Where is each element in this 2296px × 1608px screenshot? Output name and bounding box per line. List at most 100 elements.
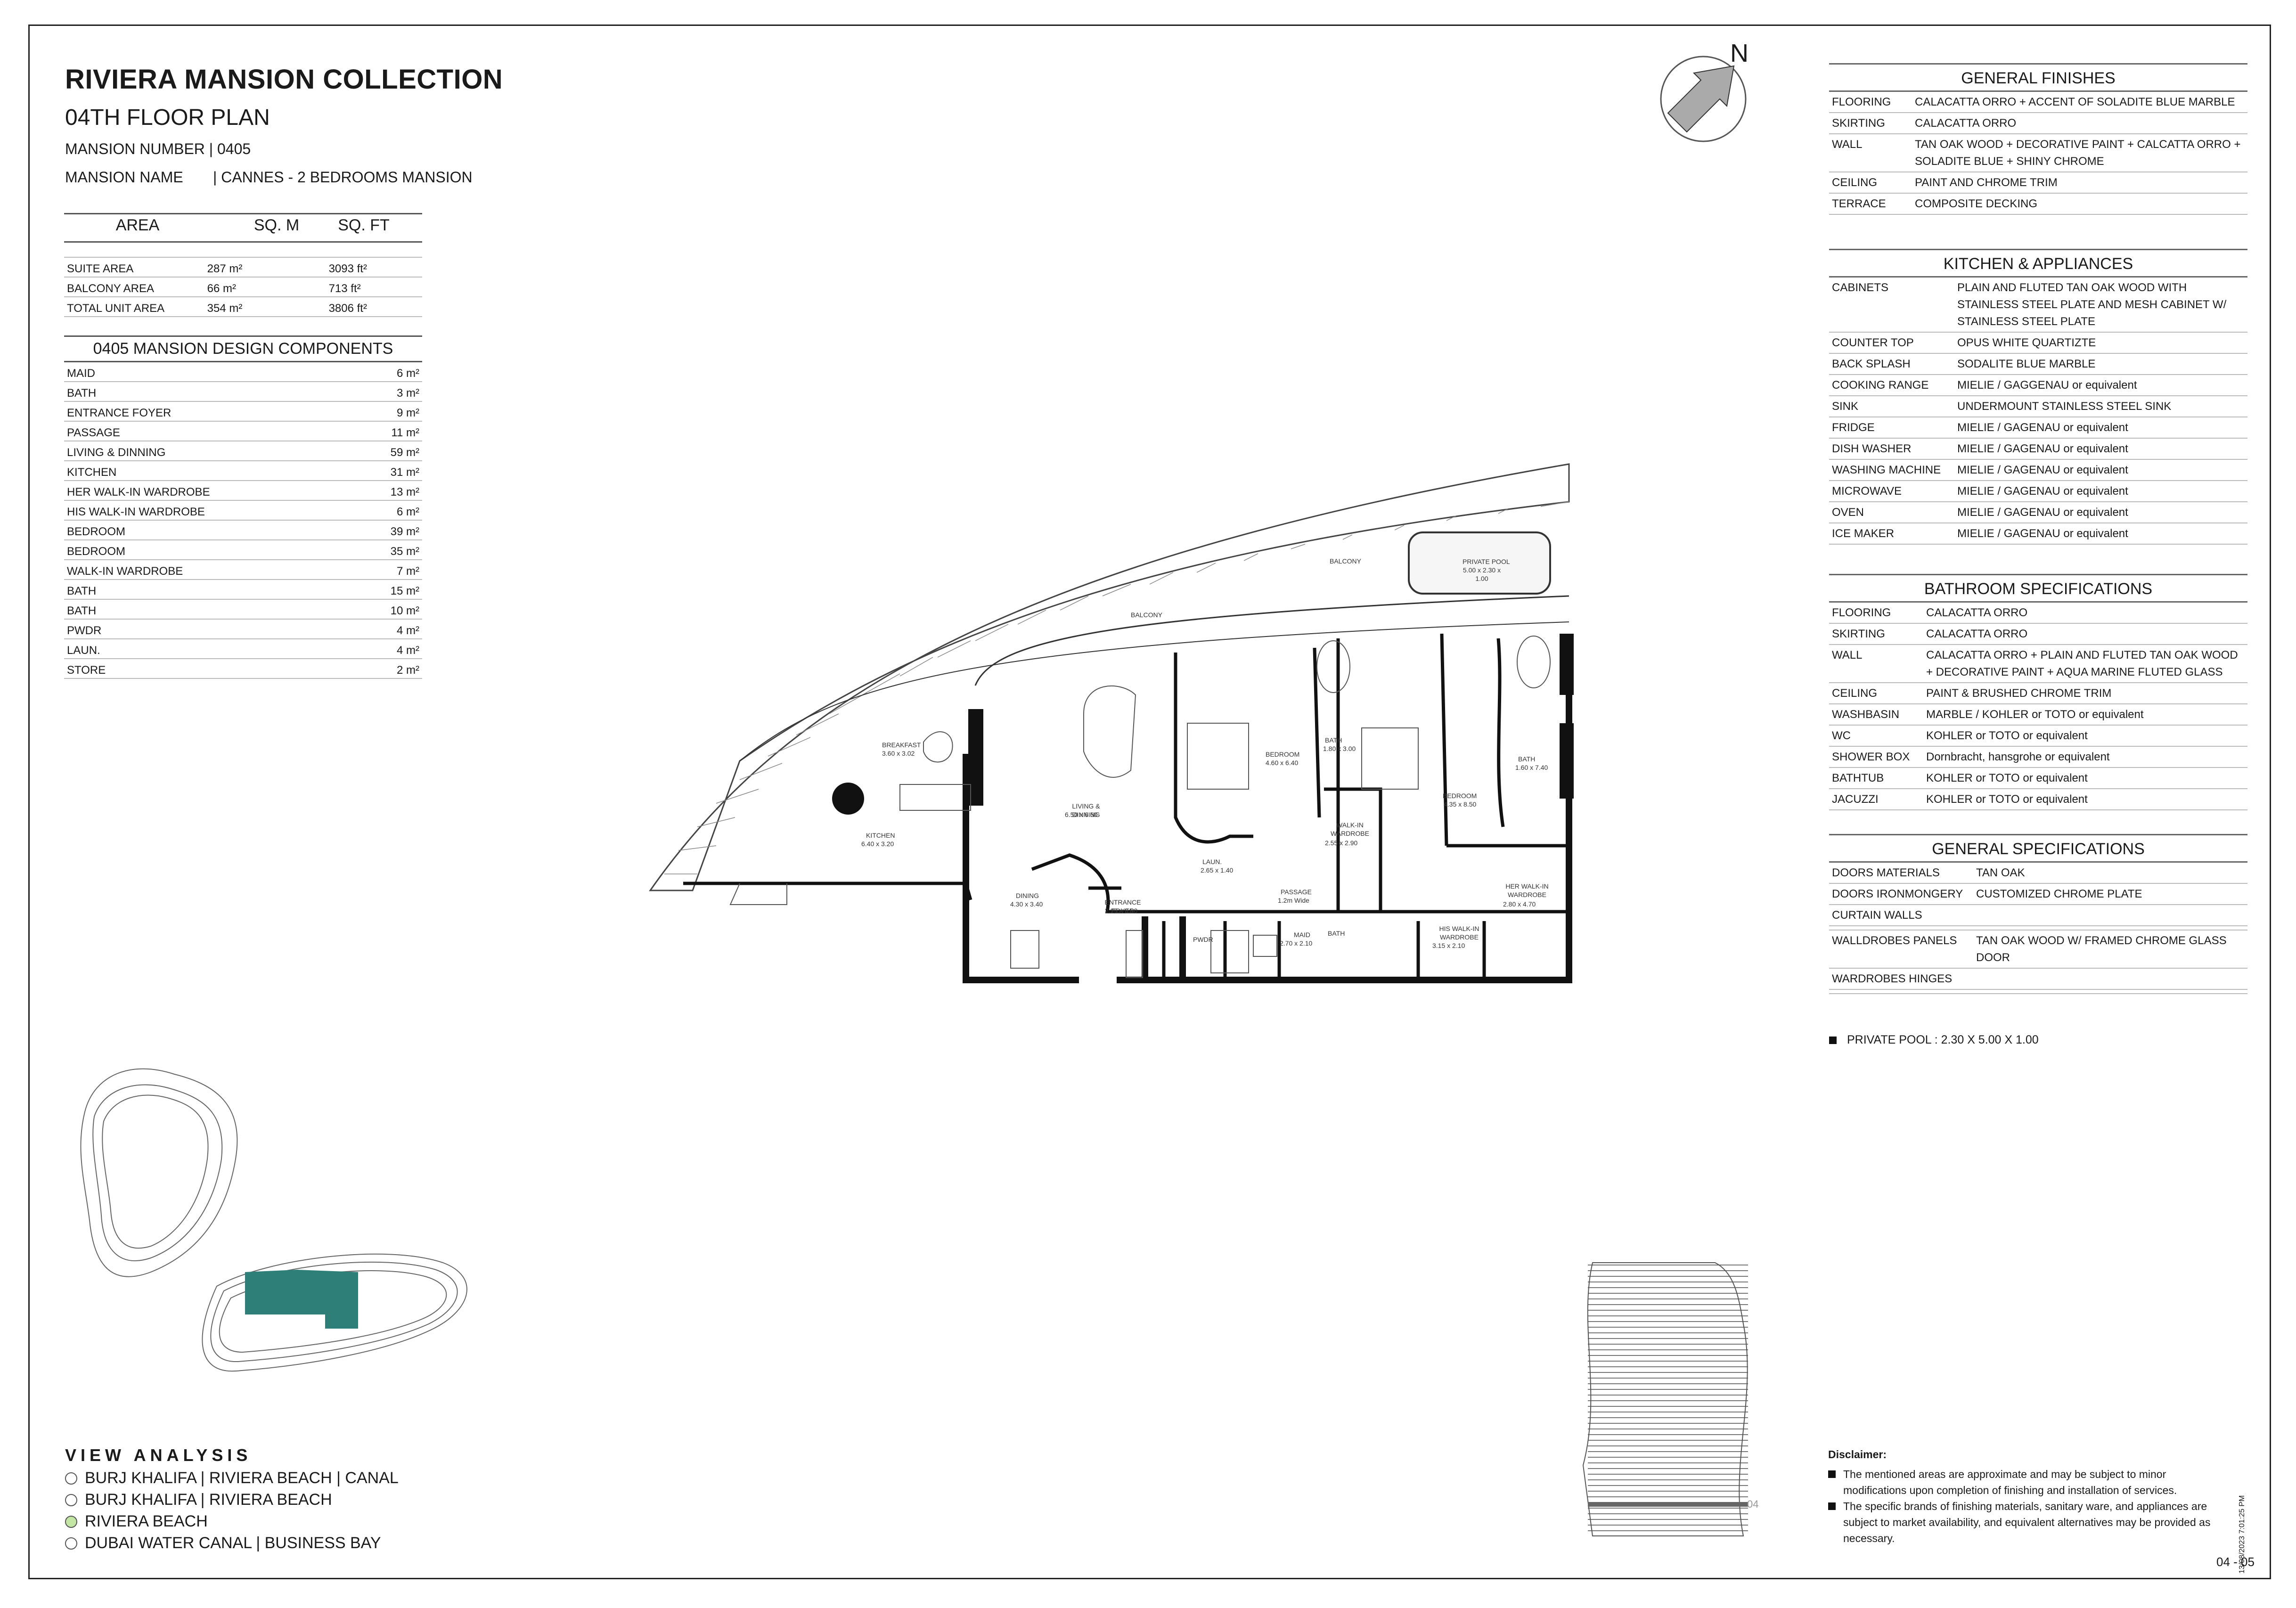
spec-key: WALL xyxy=(1832,138,1863,151)
room-label-kitchen: KITCHEN xyxy=(866,832,895,839)
component-area: 4 m² xyxy=(397,624,419,637)
component-name: BATH xyxy=(67,585,97,597)
room-label-maid: MAID xyxy=(1294,931,1310,939)
component-row: BATH 3 m² xyxy=(64,382,422,402)
spec-row: WC KOHLER or TOTO or equivalent xyxy=(1829,726,2247,747)
component-name: WALK-IN WARDROBE xyxy=(67,565,183,578)
room-label-bath1-dim: 1.80 x 3.00 xyxy=(1323,745,1356,752)
spec-value xyxy=(1976,907,2245,924)
spec-value: SODALITE BLUE MARBLE xyxy=(1957,358,2096,370)
component-area: 10 m² xyxy=(390,604,419,617)
component-name: ENTRANCE FOYER xyxy=(67,407,172,419)
spec-value: MIELIE / GAGENAU or equivalent xyxy=(1957,442,2128,455)
spec-key: WALLDROBES PANELS xyxy=(1832,934,1957,947)
component-name: LAUN. xyxy=(67,644,100,657)
spec-value: KOHLER or TOTO or equivalent xyxy=(1926,729,2088,742)
project-title: RIVIERA MANSION COLLECTION xyxy=(65,64,503,95)
spec-key: MICROWAVE xyxy=(1832,485,1902,498)
north-arrow-icon xyxy=(1660,56,1747,142)
spec-row: DOORS IRONMONGERY CUSTOMIZED CHROME PLATE xyxy=(1829,884,2247,905)
room-label-his-walkin-dim: 3.15 x 2.10 xyxy=(1432,942,1465,949)
room-label-laun-dim: 2.65 x 1.40 xyxy=(1201,866,1234,874)
cell: BALCONY AREA xyxy=(67,282,154,295)
view-analysis-title: VIEW ANALYSIS xyxy=(65,1445,252,1465)
spec-key: DOORS MATERIALS xyxy=(1832,866,1940,879)
disclaimer-item: The specific brands of finishing materia… xyxy=(1828,1498,2214,1546)
room-label-entrance-dim: 2.25 x 3.90 xyxy=(1105,907,1138,914)
component-area: 7 m² xyxy=(397,565,419,578)
spec-key: CURTAIN WALLS xyxy=(1832,909,1922,922)
view-dot-icon xyxy=(65,1472,77,1485)
room-label-dining: DINING xyxy=(1016,892,1039,899)
general-specs-title: GENERAL SPECIFICATIONS xyxy=(1829,834,2247,863)
component-name: BATH xyxy=(67,387,97,400)
cell: 66 m² xyxy=(207,282,236,295)
spec-key: FLOORING xyxy=(1832,606,1891,619)
spec-value: CALACATTA ORRO + ACCENT OF SOLADITE BLUE… xyxy=(1915,96,2235,108)
mansion-name-label: MANSION NAME xyxy=(65,169,183,186)
bathroom-title: BATHROOM SPECIFICATIONS xyxy=(1829,574,2247,603)
component-name: KITCHEN xyxy=(67,466,117,479)
spec-value: KOHLER or TOTO or equivalent xyxy=(1926,793,2088,806)
spec-value: PAINT & BRUSHED CHROME TRIM xyxy=(1926,687,2112,700)
area-table-header: AREA SQ. M SQ. FT xyxy=(64,213,422,243)
component-area: 6 m² xyxy=(397,367,419,380)
floor-plan xyxy=(649,463,1574,983)
spec-key: DISH WASHER xyxy=(1832,442,1912,455)
spec-value: CUSTOMIZED CHROME PLATE xyxy=(1976,888,2142,900)
disclaimer-text: The mentioned areas are approximate and … xyxy=(1843,1468,2177,1496)
component-name: HIS WALK-IN WARDROBE xyxy=(67,506,205,518)
spec-value: TAN OAK xyxy=(1976,866,2025,879)
general-specs-table: GENERAL SPECIFICATIONS DOORS MATERIALS TA… xyxy=(1829,834,2247,994)
general-finishes-title: GENERAL FINISHES xyxy=(1829,63,2247,92)
room-label-private-pool-dim: 5.00 x 2.30 x 1.00 xyxy=(1463,566,1501,582)
view-item: DUBAI WATER CANAL | BUSINESS BAY xyxy=(65,1534,381,1552)
spec-key: CEILING xyxy=(1832,687,1878,700)
col-sqm: SQ. M xyxy=(253,216,300,234)
view-label: DUBAI WATER CANAL | BUSINESS BAY xyxy=(85,1534,381,1552)
col-sqft: SQ. FT xyxy=(338,216,390,234)
component-area: 13 m² xyxy=(390,486,419,498)
page-number: 04 - 05 xyxy=(2216,1555,2255,1569)
room-label-bedroom2-dim: 4.35 x 8.50 xyxy=(1444,800,1477,808)
room-label-balcony-1: BALCONY xyxy=(1330,557,1361,565)
room-label-passage: PASSAGE xyxy=(1281,888,1312,896)
spec-key: WC xyxy=(1832,729,1851,742)
view-dot-active-icon xyxy=(65,1515,77,1528)
mansion-number: MANSION NUMBER | 0405 xyxy=(65,140,251,157)
spec-value: TAN OAK WOOD W/ FRAMED CHROME GLASS DOOR xyxy=(1976,934,2227,964)
spec-row: WALLDROBES PANELS TAN OAK WOOD W/ FRAMED … xyxy=(1829,931,2247,969)
room-label-entrance: ENTRANCE FOYER xyxy=(1104,898,1141,914)
component-name: BEDROOM xyxy=(67,525,126,538)
component-area: 3 m² xyxy=(397,387,419,400)
col-area: AREA xyxy=(115,216,160,234)
mansion-name-value: | CANNES - 2 BEDROOMS MANSION xyxy=(213,169,473,186)
spec-key: DOORS IRONMONGERY xyxy=(1832,888,1963,900)
room-label-pwdr: PWDR xyxy=(1193,936,1213,943)
view-dot-icon xyxy=(65,1494,77,1506)
component-name: HER WALK-IN WARDROBE xyxy=(67,486,210,498)
bullet-icon xyxy=(1829,1036,1837,1044)
room-label-laun: LAUN. xyxy=(1202,858,1222,865)
component-row: HER WALK-IN WARDROBE 13 m² xyxy=(64,481,422,501)
cell: 354 m² xyxy=(207,302,243,315)
spec-value: CALACATTA ORRO xyxy=(1915,117,2017,130)
room-label-bath2: BATH xyxy=(1328,930,1345,937)
spec-key: SINK xyxy=(1832,400,1859,413)
location-map xyxy=(80,1068,467,1372)
cell: 287 m² xyxy=(207,262,243,275)
